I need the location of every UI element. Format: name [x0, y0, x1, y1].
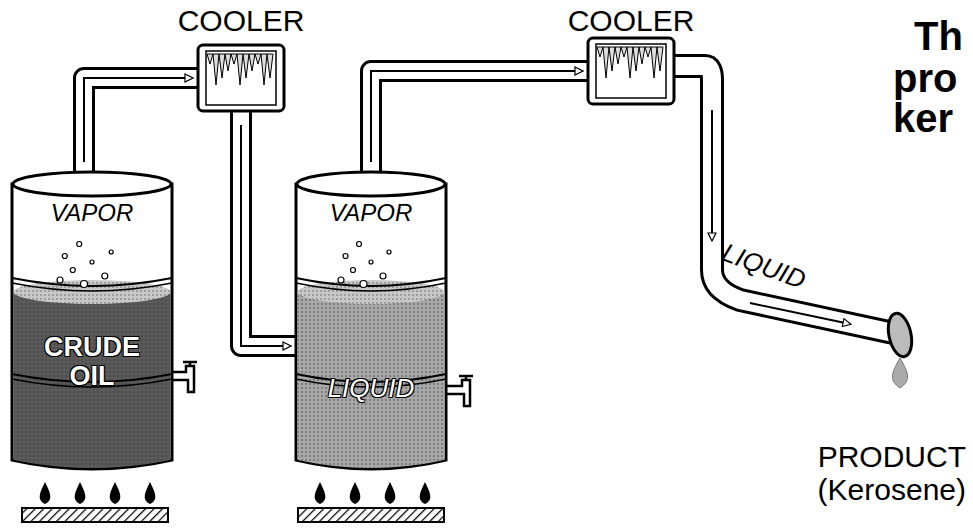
flow-arrow — [371, 71, 582, 162]
barrel-body — [296, 184, 446, 469]
icicles — [207, 54, 273, 85]
cooler-box: COOLER — [588, 38, 674, 104]
barrel-rim — [297, 172, 445, 196]
liquid-surface — [298, 280, 445, 304]
barrel-rib — [12, 283, 172, 291]
bubble — [70, 268, 75, 273]
liquid-label: CRUDE OIL — [37, 333, 147, 390]
liquid-surface — [14, 280, 171, 304]
vapor-label: VAPOR — [32, 200, 152, 225]
bubble — [102, 273, 108, 279]
pipe-connector — [371, 71, 588, 176]
pipe-connector — [241, 111, 296, 346]
bubble — [360, 281, 367, 288]
pipe-wall — [241, 111, 296, 346]
cooler-shape — [198, 45, 284, 111]
bubble — [343, 254, 348, 259]
title-fragment: ker — [893, 96, 969, 140]
flow-arrow — [84, 78, 192, 162]
bubble — [57, 277, 63, 283]
cooler-body — [198, 45, 284, 111]
pipe-wall — [371, 71, 588, 176]
barrel-liquid — [298, 292, 445, 468]
tap — [170, 362, 197, 392]
cooler-window — [596, 44, 666, 98]
pipe-bore — [241, 111, 296, 346]
barrel-liquid — [14, 292, 171, 468]
bubble — [109, 250, 113, 254]
title-fragment: pro — [893, 56, 969, 100]
pipe-connector — [84, 78, 198, 176]
pipe-bore — [84, 78, 198, 176]
crude-oil-barrel: VAPOR CRUDE OIL — [12, 170, 172, 470]
bubble — [351, 268, 356, 273]
bubble — [338, 277, 344, 283]
burner — [298, 482, 444, 522]
bubble — [90, 260, 94, 264]
barrel-rim — [13, 172, 171, 196]
bubble — [387, 250, 391, 254]
bubble — [380, 273, 386, 279]
product-label: PRODUCT (Kerosene) — [784, 440, 966, 506]
title-fragment: Th — [914, 14, 970, 58]
cooler-window — [206, 51, 276, 105]
bubble — [369, 260, 373, 264]
cooler-heading: COOLER — [166, 5, 316, 37]
pipe-bore — [371, 71, 588, 176]
barrel-rib — [296, 283, 446, 291]
bubble — [77, 242, 82, 247]
liquid-label: LIQUID — [306, 375, 436, 402]
icicles — [597, 47, 663, 78]
bubble — [62, 254, 67, 259]
bubble — [81, 281, 88, 288]
pipe-wall — [84, 78, 198, 176]
barrel-body — [12, 184, 172, 469]
barrel-rib — [296, 278, 446, 286]
liquid-barrel: VAPOR LIQUID — [296, 170, 446, 470]
vapor-label: VAPOR — [311, 200, 431, 225]
cooler-shape — [588, 38, 674, 104]
cooler-heading: COOLER — [556, 5, 706, 37]
flow-arrow — [241, 125, 290, 346]
burner — [22, 482, 168, 522]
outlet-pipe — [672, 66, 915, 388]
bubble — [357, 242, 362, 247]
barrel-rib — [12, 278, 172, 286]
cooler-body — [588, 38, 674, 104]
tap — [446, 376, 473, 406]
cooler-box: COOLER — [198, 45, 284, 111]
